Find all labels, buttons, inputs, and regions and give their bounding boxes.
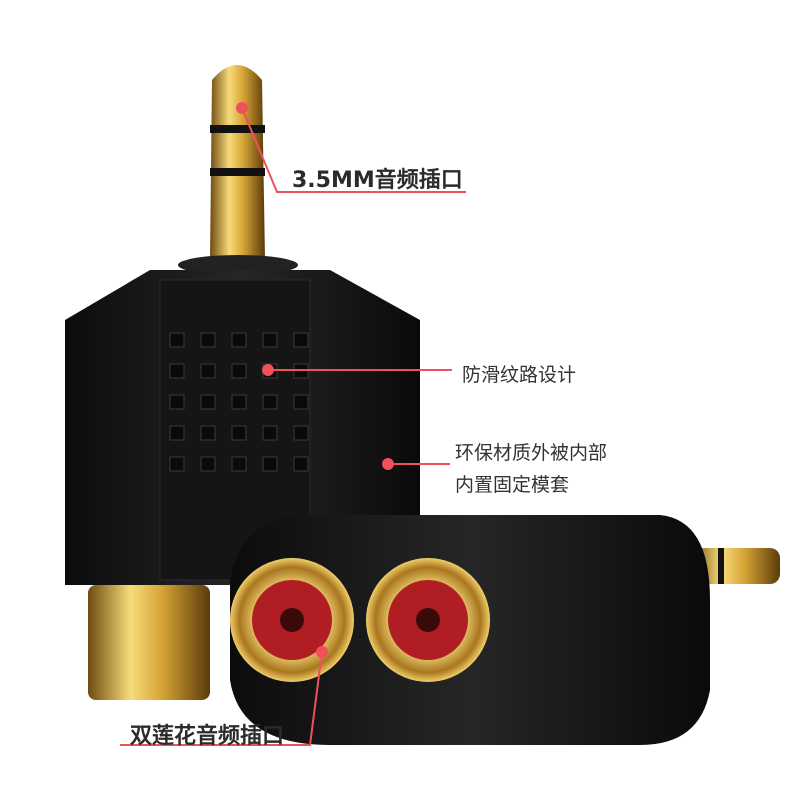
grip-square [169, 332, 185, 348]
grip-square [262, 425, 278, 441]
grip-square [293, 456, 309, 472]
grip-square [200, 425, 216, 441]
jack-label: 3.5MM音频插口 [292, 168, 463, 193]
grip-square [169, 363, 185, 379]
grip-square [262, 456, 278, 472]
grip-square [293, 394, 309, 410]
material-label-line2: 内置固定模套 [455, 474, 570, 496]
grip-square [169, 456, 185, 472]
grip-label: 防滑纹路设计 [462, 364, 577, 386]
grip-square [231, 363, 247, 379]
grip-square [293, 425, 309, 441]
rca-label: 双莲花音频插口 [130, 724, 285, 749]
grip-square [231, 394, 247, 410]
grip-square [231, 456, 247, 472]
grip-square [262, 332, 278, 348]
annotation-dots [236, 102, 394, 658]
grip-square [200, 332, 216, 348]
grip-square [169, 425, 185, 441]
rear-rca-socket [88, 585, 210, 700]
grip-square [293, 332, 309, 348]
grip-square [231, 425, 247, 441]
rca-socket-right [366, 558, 490, 682]
grip-square [200, 394, 216, 410]
grip-square [169, 394, 185, 410]
annotation-lines [120, 107, 466, 746]
front-adapter-pin [690, 548, 780, 584]
material-label-line1: 环保材质外被内部 [455, 442, 608, 464]
grip-texture [169, 332, 309, 472]
rca-socket-left [230, 558, 354, 682]
grip-square [200, 363, 216, 379]
grip-square [200, 456, 216, 472]
grip-square [231, 332, 247, 348]
plug-pin [210, 65, 265, 260]
grip-square [262, 394, 278, 410]
